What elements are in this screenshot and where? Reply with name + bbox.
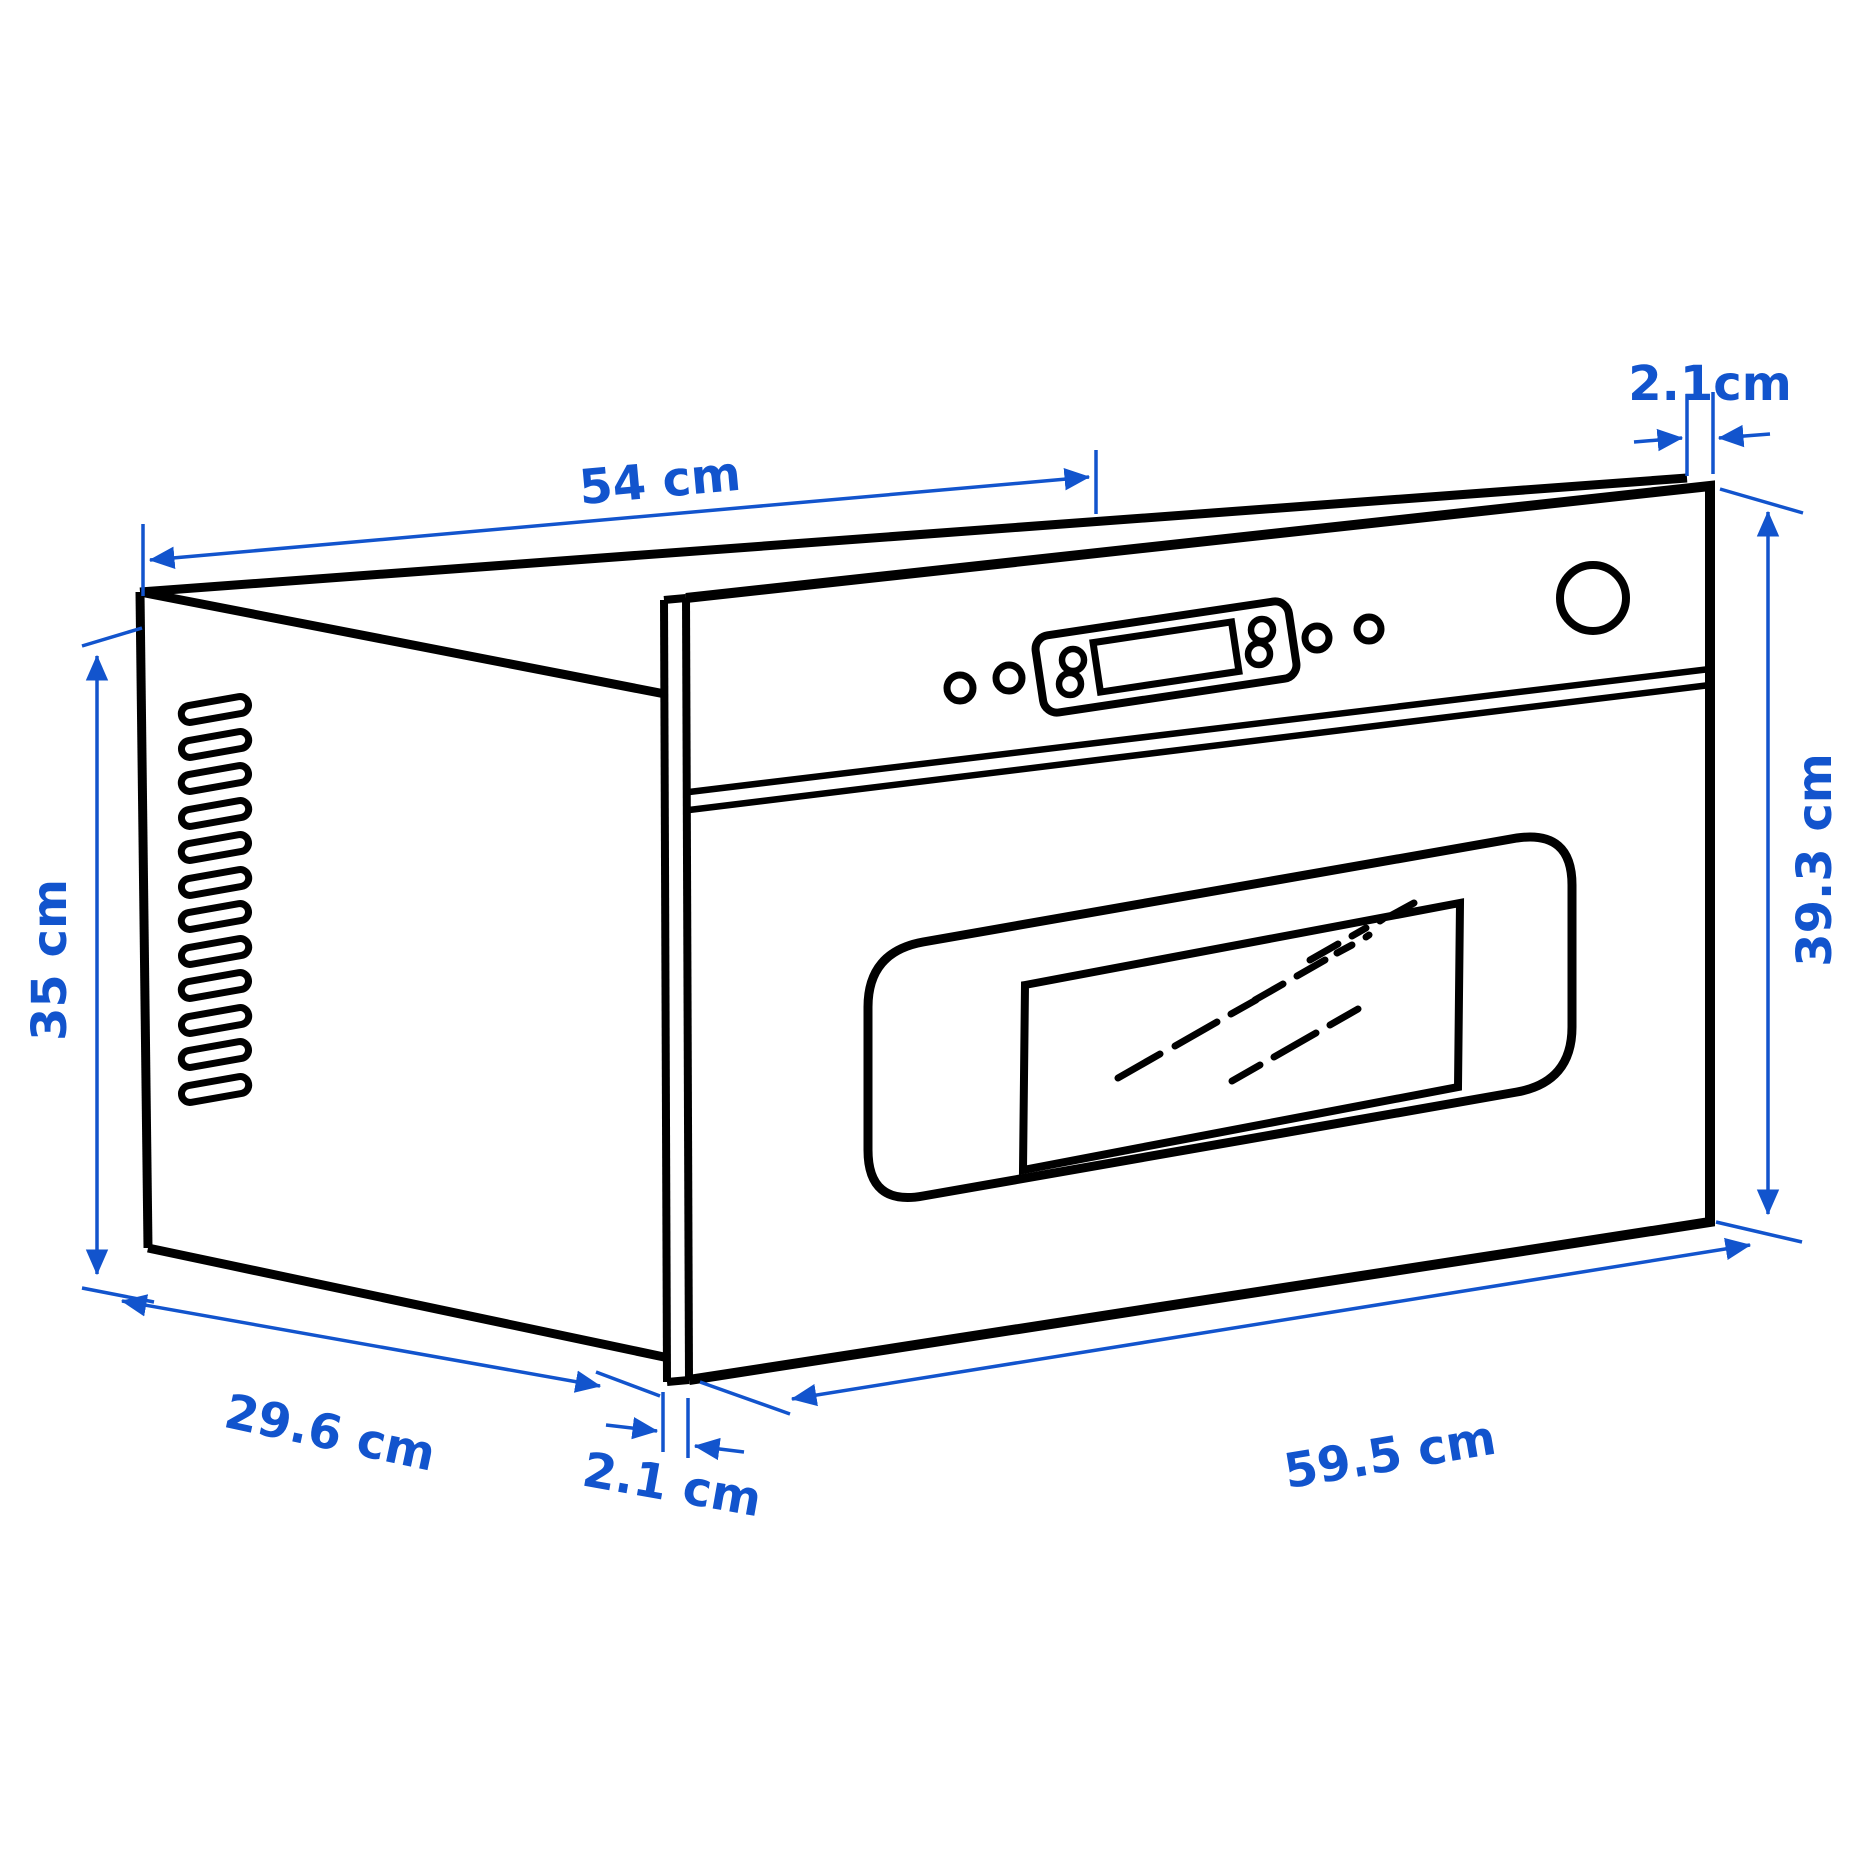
display-panel-frame xyxy=(1031,597,1301,717)
dim-bot21-arrow-left xyxy=(605,1417,659,1440)
display-screen xyxy=(1089,617,1243,697)
dim-296-line xyxy=(120,1294,602,1393)
vent-slot xyxy=(177,728,253,761)
dim-595-line xyxy=(790,1237,1752,1407)
dim-393-tick-top xyxy=(1719,487,1804,515)
glass-reflection-dash xyxy=(1227,996,1260,1018)
glass-reflection-dash xyxy=(1326,1005,1362,1029)
display-digit xyxy=(1247,615,1277,645)
glass-reflection-dash xyxy=(1348,924,1370,940)
dim-35-tick-top xyxy=(81,626,143,648)
glass-reflection-dash xyxy=(1270,1029,1320,1061)
glass-reflection-dash xyxy=(1388,899,1418,919)
display-digit xyxy=(1055,669,1085,699)
vent-slot xyxy=(177,1038,253,1071)
vent-slot xyxy=(177,900,253,933)
glass-reflection-dash xyxy=(1306,940,1342,964)
vent-slot xyxy=(177,693,253,726)
vent-slot xyxy=(177,797,253,830)
vent-slot xyxy=(177,866,253,899)
dim-54-line xyxy=(148,468,1091,569)
glass-reflection-dash xyxy=(1171,1018,1221,1050)
vent-slot xyxy=(177,762,253,795)
dim-393-tick-bottom xyxy=(1715,1220,1803,1244)
glass-reflection-dash xyxy=(1293,956,1329,980)
dim-top21-arrow-left xyxy=(1633,428,1684,452)
dim-35-tick-bottom xyxy=(81,1286,155,1304)
control-button xyxy=(943,671,977,705)
cabinet-left-panel-top-edge xyxy=(139,587,666,699)
vent-slot xyxy=(177,1004,253,1037)
control-button xyxy=(992,661,1026,695)
dim-top21-label: 2.1cm xyxy=(1628,356,1792,412)
glass-reflection-dash xyxy=(1376,915,1387,925)
control-button xyxy=(1353,613,1385,645)
control-panel xyxy=(943,561,1630,717)
cabinet-back-left-edge xyxy=(135,591,153,1249)
control-panel-separator-line xyxy=(688,665,1711,796)
glass-reflection xyxy=(1114,899,1418,1085)
control-knob xyxy=(1556,561,1630,635)
vent-slot xyxy=(177,969,253,1002)
door-window-panel xyxy=(863,832,1577,1202)
dim-bot21-label: 2.1 cm xyxy=(578,1442,765,1528)
dimension-annotations xyxy=(81,392,1804,1461)
glass-reflection-dash xyxy=(1362,931,1373,941)
display-digit xyxy=(1058,645,1088,675)
door-edge-strip-bottom-cap xyxy=(666,1376,690,1386)
door-panel xyxy=(660,480,1715,1386)
glass-reflection-dash xyxy=(1333,941,1356,957)
display-panel xyxy=(1031,597,1301,717)
dim-595-tick-left xyxy=(699,1380,791,1416)
dim-bot21-arrow-right xyxy=(693,1437,745,1461)
display-digit xyxy=(1244,639,1274,669)
door-edge-strip-top-cap xyxy=(663,594,687,604)
door-window xyxy=(863,832,1577,1202)
glass-reflection-dash xyxy=(1251,980,1287,1004)
cabinet-body xyxy=(135,473,1688,1362)
dim-296-label: 29.6 cm xyxy=(220,1383,441,1482)
dim-35-label: 35 cm xyxy=(22,879,78,1041)
dim-595-label: 59.5 cm xyxy=(1280,1410,1500,1500)
vent-grille xyxy=(177,693,253,1106)
cabinet-bottom-left-edge xyxy=(147,1243,665,1362)
door-edge-strip-back-line xyxy=(660,599,671,1383)
control-button xyxy=(1301,622,1333,654)
dim-top21-arrow-right xyxy=(1717,424,1771,448)
control-panel-separator-line xyxy=(688,681,1711,814)
door-edge-strip-front-line xyxy=(682,597,693,1381)
vent-slot xyxy=(177,831,253,864)
dim-296-tick-right xyxy=(595,1370,661,1398)
dim-393-label: 39.3 cm xyxy=(1787,753,1843,967)
vent-slot xyxy=(177,935,253,968)
door-window-glass xyxy=(1018,898,1465,1175)
vent-slot xyxy=(177,1073,253,1106)
glass-reflection-dash xyxy=(1228,1061,1264,1085)
door-face-outline xyxy=(685,480,1715,1385)
glass-reflection-dash xyxy=(1114,1050,1164,1082)
dim-54-label: 54 cm xyxy=(577,446,743,516)
